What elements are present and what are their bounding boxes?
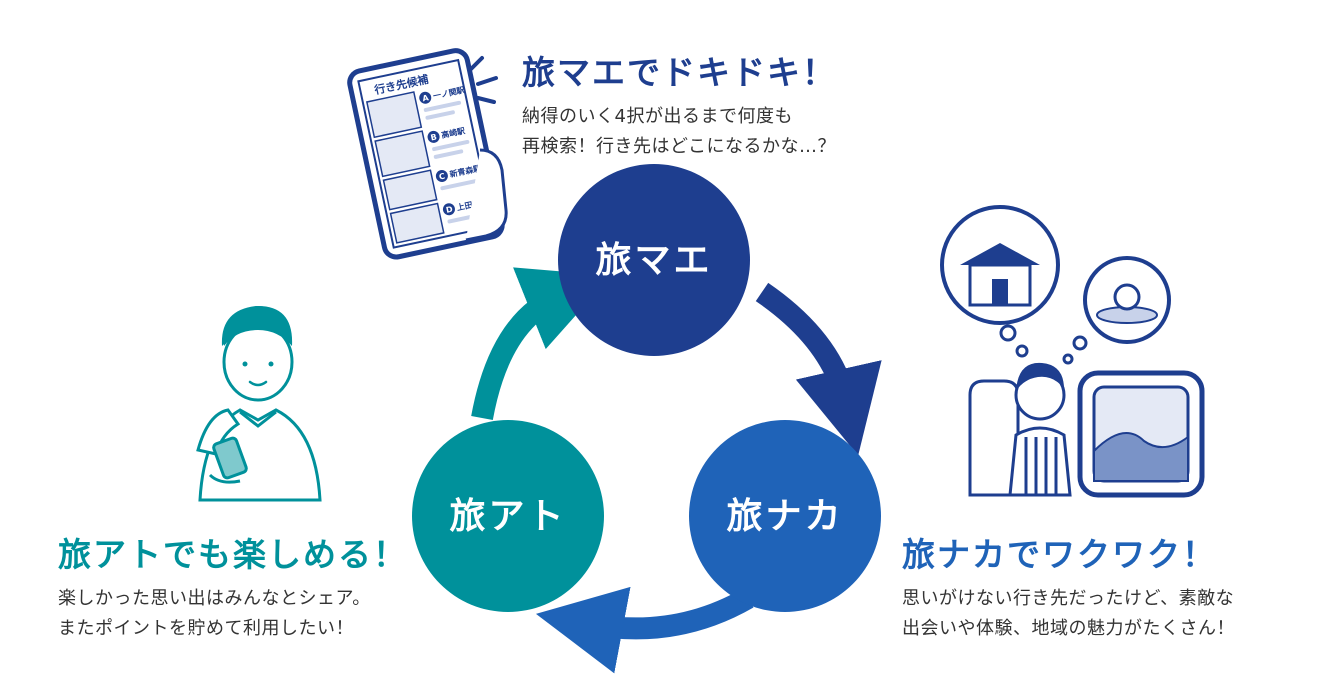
arrow-after-to-before (471, 267, 612, 421)
during-text-block: 旅ナカでワクワク！ 思いがけない行き先だったけど、素敵な 出会いや体験、地域の魅… (902, 528, 1235, 644)
smartphone-hand-illustration: 行き先候補 A 一ノ関駅 B 高崎駅 C 新青森駅 D (347, 48, 508, 260)
before-text-block: 旅マエでドキドキ！ 納得のいく4択が出るまで何度も 再検索！行き先はどこになるか… (522, 46, 837, 162)
after-heading: 旅アトでも楽しめる！ (58, 535, 408, 574)
before-desc-line-2: 再検索！行き先はどこになるかな…？ (522, 136, 836, 157)
svg-text:D: D (445, 205, 454, 215)
before-heading: 旅マエでドキドキ！ (522, 53, 837, 92)
circle-label-after: 旅アト (449, 496, 566, 537)
during-desc-line-1: 思いがけない行き先だったけど、素敵な (902, 588, 1235, 609)
circle-during (689, 420, 881, 612)
during-desc-line-2: 出会いや体験、地域の魅力がたくさん！ (902, 618, 1235, 639)
arrow-before-to-during (755, 282, 882, 456)
before-desc-line-1: 納得のいく4択が出るまで何度も (522, 106, 793, 127)
circle-before (558, 164, 750, 356)
person-smartphone-illustration (196, 306, 322, 502)
after-text-block: 旅アトでも楽しめる！ 楽しかった思い出はみんなとシェア。 またポイントを貯めて利… (58, 528, 408, 644)
svg-text:A: A (421, 93, 430, 103)
svg-text:B: B (430, 132, 438, 142)
circle-after (412, 420, 604, 612)
circle-label-before: 旅マエ (595, 240, 712, 281)
after-desc-line-1: 楽しかった思い出はみんなとシェア。 (58, 588, 371, 609)
circle-label-during: 旅ナカ (726, 496, 843, 537)
phone-option-c: C 新青森駅 (382, 163, 483, 211)
svg-text:C: C (438, 171, 446, 181)
arrow-during-to-after (535, 586, 754, 674)
during-heading: 旅ナカでワクワク！ (902, 535, 1217, 574)
after-desc-line-2: またポイントを貯めて利用したい！ (58, 618, 354, 639)
train-window-traveler-illustration (940, 205, 1205, 498)
